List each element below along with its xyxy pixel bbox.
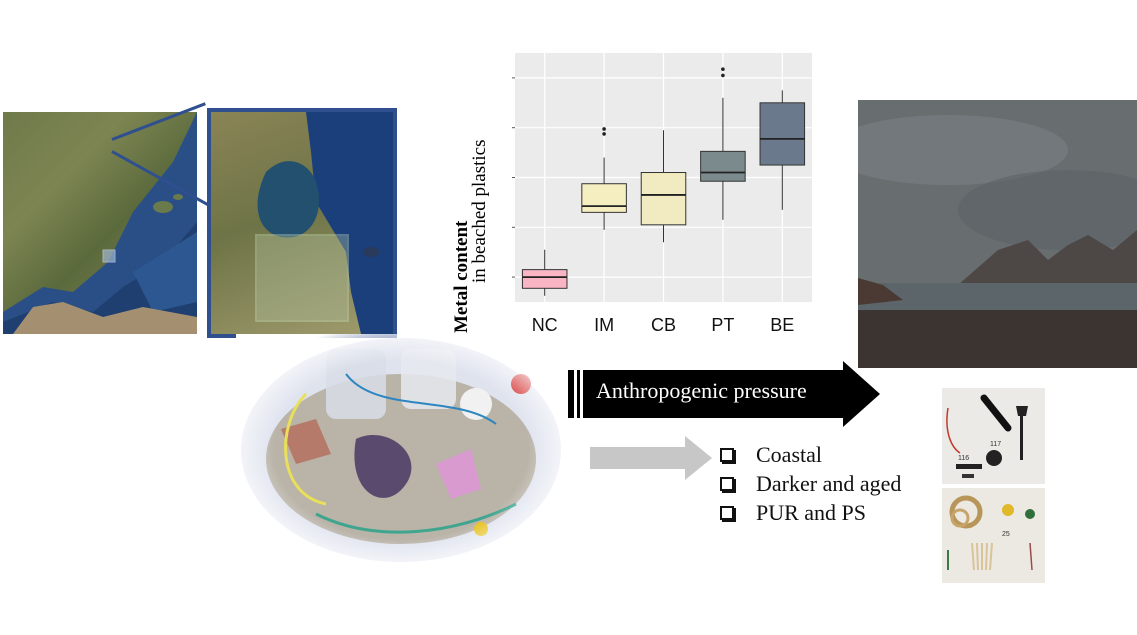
- checklist-label: PUR and PS: [756, 499, 867, 525]
- box-im: [581, 183, 627, 213]
- x-tick-labels: NC IM CB PT BE: [532, 315, 795, 335]
- x-tick-label-cb: CB: [651, 315, 676, 335]
- x-tick-label-im: IM: [594, 315, 614, 335]
- item-tag-117: 117: [990, 441, 1001, 448]
- anthropogenic-pressure-label: Anthropogenic pressure: [596, 378, 807, 403]
- map-zoom-satellite: [207, 108, 397, 338]
- item-tag-116: 116: [958, 455, 969, 462]
- x-tick-label-nc: NC: [532, 315, 558, 335]
- box-pt: [700, 150, 746, 182]
- plastic-debris-photo: [236, 334, 566, 566]
- outlier-im: [602, 132, 606, 136]
- checkbox-icon: [720, 505, 734, 520]
- checklist-item-coastal: Coastal: [720, 440, 901, 469]
- anthropogenic-pressure-arrow: [568, 361, 880, 427]
- y-axis-label: in beached plastics: [469, 139, 490, 283]
- plastic-items-top-drawing: 116 117: [946, 394, 1028, 478]
- plastic-debris-drawing: [236, 334, 566, 566]
- item-tag-25: 25: [1002, 531, 1010, 538]
- checklist-label: Coastal: [756, 441, 822, 467]
- checklist-item-polymers: PUR and PS: [720, 498, 901, 527]
- beach-photo: [858, 100, 1137, 368]
- checkbox-icon: [720, 476, 734, 491]
- y-axis-label-bold: Metal content: [451, 220, 472, 333]
- result-arrow: [590, 436, 712, 480]
- map-wide-satellite: [3, 112, 197, 334]
- x-tick-label-pt: PT: [711, 315, 734, 335]
- box-nc: [521, 269, 568, 289]
- plastic-items-photo-bottom: 25: [942, 488, 1045, 583]
- map-zoom-drawing: [255, 112, 393, 334]
- plastic-items-bottom-drawing: 25: [947, 495, 1035, 571]
- x-tick-label-be: BE: [770, 315, 794, 335]
- metal-content-boxplot: Metal content in beached plastics NC IM CB…: [451, 53, 812, 335]
- boxes: [521, 67, 806, 296]
- box-cb: [640, 172, 687, 226]
- box-be: [759, 102, 806, 166]
- checklist-item-darker: Darker and aged: [720, 469, 901, 498]
- plastic-items-photo-top: 116 117: [942, 388, 1045, 484]
- map-wide-drawing: [3, 112, 197, 334]
- findings-checklist: Coastal Darker and aged PUR and PS: [720, 440, 901, 527]
- checkbox-icon: [720, 447, 734, 462]
- beach-photo-drawing: [858, 100, 1137, 368]
- checklist-label: Darker and aged: [756, 470, 902, 496]
- outlier-pt: [721, 73, 725, 78]
- outlier-im: [602, 127, 606, 131]
- outlier-pt: [721, 67, 725, 71]
